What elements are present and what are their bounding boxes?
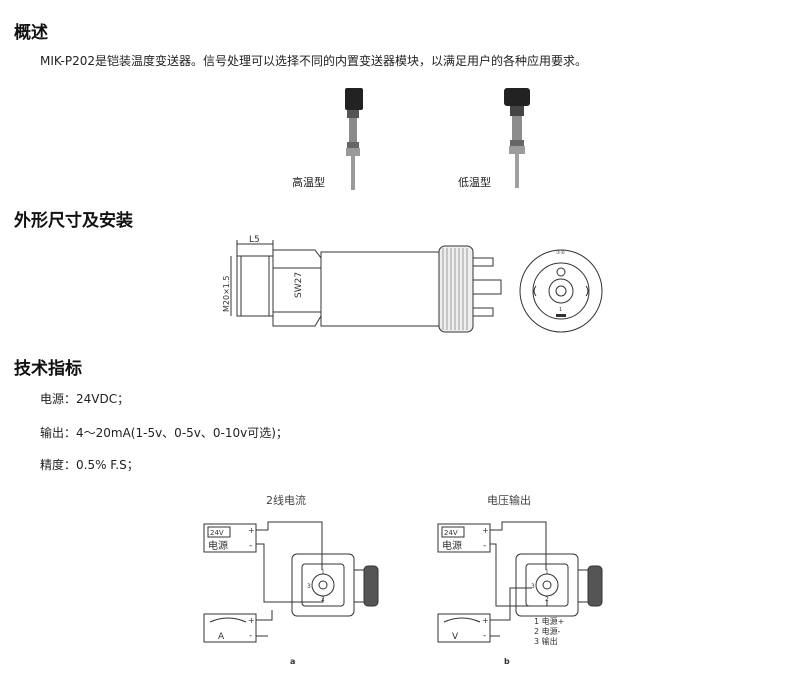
wiring-a-title: 2线电流 bbox=[266, 494, 306, 507]
psu-minus: - bbox=[483, 541, 486, 551]
spec-power: 电源：24VDC； bbox=[40, 392, 130, 406]
connector-pin-3: 3 bbox=[307, 583, 311, 590]
psu-label: 电源 bbox=[208, 539, 228, 552]
psu-display: 24V bbox=[210, 529, 224, 537]
psu-plus: + bbox=[482, 526, 489, 535]
low-temp-label: 低温型 bbox=[458, 176, 491, 189]
connector-end-view: ①② 1 bbox=[519, 249, 603, 333]
psu-minus: - bbox=[249, 541, 252, 551]
thread-dimension-label: M20×1.5 bbox=[222, 275, 231, 312]
dimensions-heading: 外形尺寸及安装 bbox=[14, 211, 133, 231]
overview-heading: 概述 bbox=[14, 23, 48, 43]
connector-pin-3: 3 bbox=[531, 583, 535, 590]
l5-dimension-label: L5 bbox=[249, 235, 260, 245]
wiring-a-caption: a bbox=[290, 657, 295, 666]
spec-accuracy: 精度：0.5% F.S； bbox=[40, 458, 139, 472]
high-temp-sensor-photo bbox=[345, 88, 363, 190]
ammeter-label: A bbox=[218, 632, 225, 642]
hex-size-label: SW27 bbox=[294, 272, 304, 298]
end-view-top-label: ①② bbox=[556, 250, 565, 256]
pin-legend-1: 1 电源+ bbox=[534, 616, 564, 626]
connector-pin-1: 1 bbox=[321, 569, 325, 576]
low-temp-sensor-photo bbox=[504, 88, 530, 188]
pin-legend-2: 2 电源- bbox=[534, 626, 561, 636]
connector-pin-2: 2 bbox=[321, 596, 325, 603]
dimension-drawing: L5 M20×1.5 SW27 bbox=[222, 235, 502, 333]
wiring-b-title: 电压输出 bbox=[487, 494, 531, 507]
wiring-b-caption: b bbox=[504, 657, 510, 666]
high-temp-label: 高温型 bbox=[292, 176, 325, 189]
power-supply: 24V 电源 + - bbox=[203, 523, 257, 553]
voltmeter: V + - bbox=[437, 613, 491, 643]
voltmeter-label: V bbox=[452, 632, 459, 642]
specs-heading: 技术指标 bbox=[14, 359, 82, 379]
pin-legend-3: 3 输出 bbox=[534, 636, 558, 646]
ammeter: A + - bbox=[203, 613, 257, 643]
end-view-pin-label: 1 bbox=[559, 307, 562, 313]
spec-output: 输出：4～20mA(1-5v、0-5v、0-10v可选)； bbox=[40, 426, 288, 440]
psu-display: 24V bbox=[444, 529, 458, 537]
meter-minus: - bbox=[483, 631, 486, 641]
psu-label: 电源 bbox=[442, 539, 462, 552]
wiring-diagram-a: 24V 电源 + - A + - 1 2 3 a bbox=[203, 521, 379, 666]
connector-pin-1: 1 bbox=[545, 569, 549, 576]
overview-description: MIK-P202是铠装温度变送器。信号处理可以选择不同的内置变送器模块，以满足用… bbox=[40, 54, 587, 68]
meter-minus: - bbox=[249, 631, 252, 641]
meter-plus: + bbox=[248, 616, 255, 625]
power-supply: 24V 电源 + - bbox=[437, 523, 491, 553]
wiring-diagram-b: 24V 电源 + - V + - 1 2 3 1 电源+ 2 电源- 3 输出 … bbox=[437, 521, 603, 666]
psu-plus: + bbox=[248, 526, 255, 535]
meter-plus: + bbox=[482, 616, 489, 625]
connector-pin-2: 2 bbox=[545, 596, 549, 603]
